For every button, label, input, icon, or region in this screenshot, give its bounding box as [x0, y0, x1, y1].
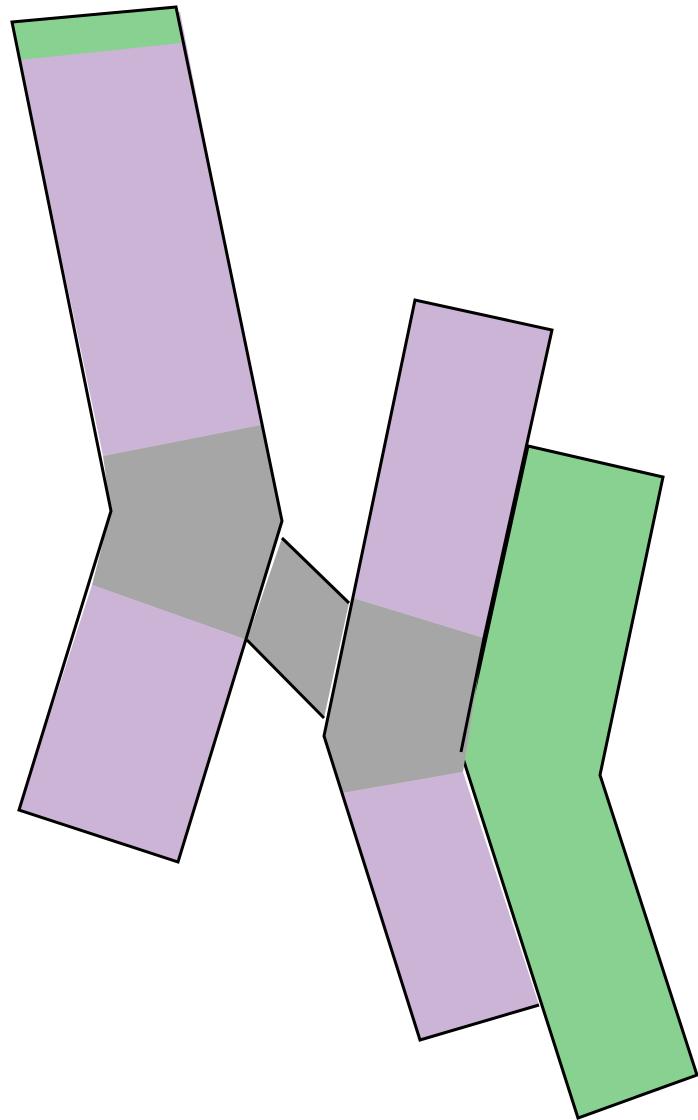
chromosome-a	[12, 7, 282, 862]
